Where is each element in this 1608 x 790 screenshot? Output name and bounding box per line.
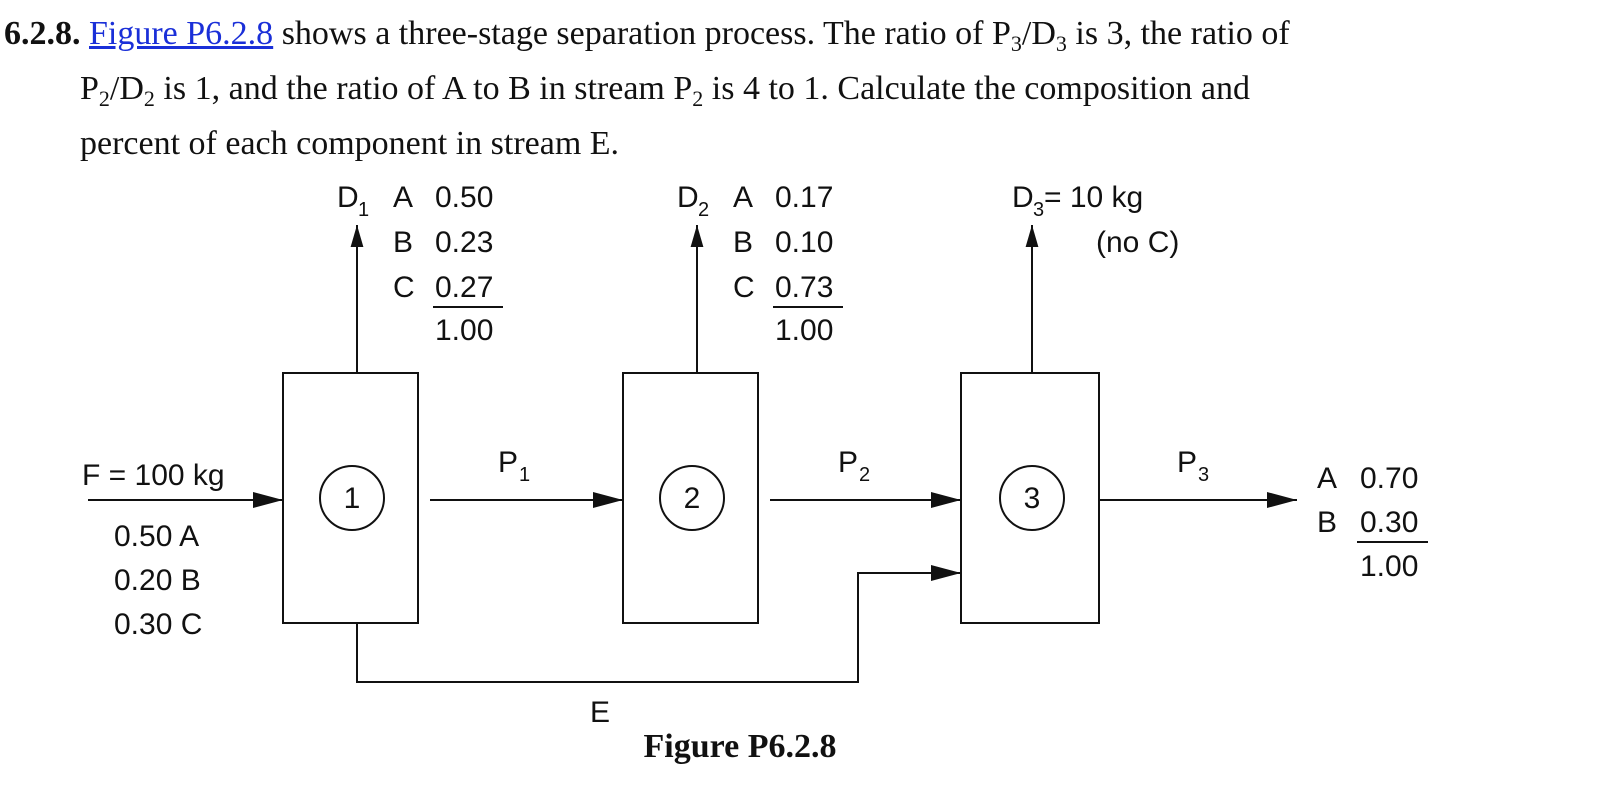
d2-total: 1.00 <box>775 314 833 347</box>
subscript: 2 <box>98 86 110 111</box>
p3-comp-b: B <box>1317 506 1337 539</box>
d1-val-c: 0.27 <box>435 271 493 304</box>
subscript: 3 <box>1055 31 1067 56</box>
p3-total: 1.00 <box>1360 550 1418 583</box>
d2-comp-a: A <box>733 181 753 214</box>
problem-statement: 6.2.8. Figure P6.2.8 shows a three-stage… <box>4 6 1604 171</box>
unit-2-circle <box>659 465 725 531</box>
d3-name: D <box>1012 181 1034 214</box>
d3-value: = 10 kg <box>1044 181 1143 214</box>
feed-comp-b: 0.20 B <box>114 564 201 597</box>
d3-note: (no C) <box>1096 226 1179 259</box>
problem-text: /D <box>109 70 144 107</box>
d2-subscript: 2 <box>698 199 709 221</box>
p3-val-b: 0.30 <box>1360 506 1418 539</box>
d2-val-a: 0.17 <box>775 181 833 214</box>
p2-subscript: 2 <box>859 464 870 486</box>
p3-subscript: 3 <box>1198 464 1209 486</box>
d1-val-b: 0.23 <box>435 226 493 259</box>
p2-name: P <box>838 446 858 479</box>
unit-3-label: 3 <box>1024 482 1041 515</box>
problem-text: is 4 to 1. Calculate the composition and <box>703 70 1251 107</box>
d1-total: 1.00 <box>435 314 493 347</box>
e-stream <box>356 565 961 683</box>
unit-3-circle <box>999 465 1065 531</box>
figure-caption: Figure P6.2.8 <box>643 728 837 765</box>
unit-2-box <box>622 372 759 624</box>
problem-text: P <box>80 70 99 107</box>
d2-val-b: 0.10 <box>775 226 833 259</box>
problem-number: 6.2.8. <box>4 15 81 52</box>
d2-name: D <box>677 181 699 214</box>
e-label: E <box>590 696 610 729</box>
unit-1-box <box>282 372 419 624</box>
problem-line-2: P2/D2 is 1, and the ratio of A to B in s… <box>4 61 1604 116</box>
subscript: 2 <box>692 86 704 111</box>
unit-3-box <box>960 372 1100 624</box>
d2-comp-b: B <box>733 226 753 259</box>
problem-text: shows a three-stage separation process. … <box>273 15 1011 52</box>
p3-val-a: 0.70 <box>1360 462 1418 495</box>
unit-2-label: 2 <box>684 482 701 515</box>
p3-name: P <box>1177 446 1197 479</box>
problem-line-1: 6.2.8. Figure P6.2.8 shows a three-stage… <box>4 6 1604 61</box>
d1-comp-b: B <box>393 226 413 259</box>
d3-subscript: 3 <box>1033 199 1044 221</box>
problem-text: /D <box>1021 15 1056 52</box>
feed-comp-c: 0.30 C <box>114 608 202 641</box>
problem-text: is 1, and the ratio of A to B in stream … <box>154 70 693 107</box>
feed-comp-a: 0.50 A <box>114 520 199 553</box>
unit-1-circle <box>319 465 385 531</box>
d1-name: D <box>337 181 359 214</box>
figure-link[interactable]: Figure P6.2.8 <box>89 15 274 52</box>
feed-label: F = 100 kg <box>82 459 225 492</box>
p1-name: P <box>498 446 518 479</box>
d1-comp-c: C <box>393 271 415 304</box>
d2-comp-c: C <box>733 271 755 304</box>
p3-comp-a: A <box>1317 462 1337 495</box>
problem-text: is 3, the ratio of <box>1066 15 1290 52</box>
d1-comp-a: A <box>393 181 413 214</box>
d2-val-c: 0.73 <box>775 271 833 304</box>
unit-1-label: 1 <box>344 482 361 515</box>
subscript: 3 <box>1010 31 1022 56</box>
subscript: 2 <box>143 86 155 111</box>
problem-line-3: percent of each component in stream E. <box>80 125 620 162</box>
p1-subscript: 1 <box>519 464 530 486</box>
d1-subscript: 1 <box>358 199 369 221</box>
d1-val-a: 0.50 <box>435 181 493 214</box>
